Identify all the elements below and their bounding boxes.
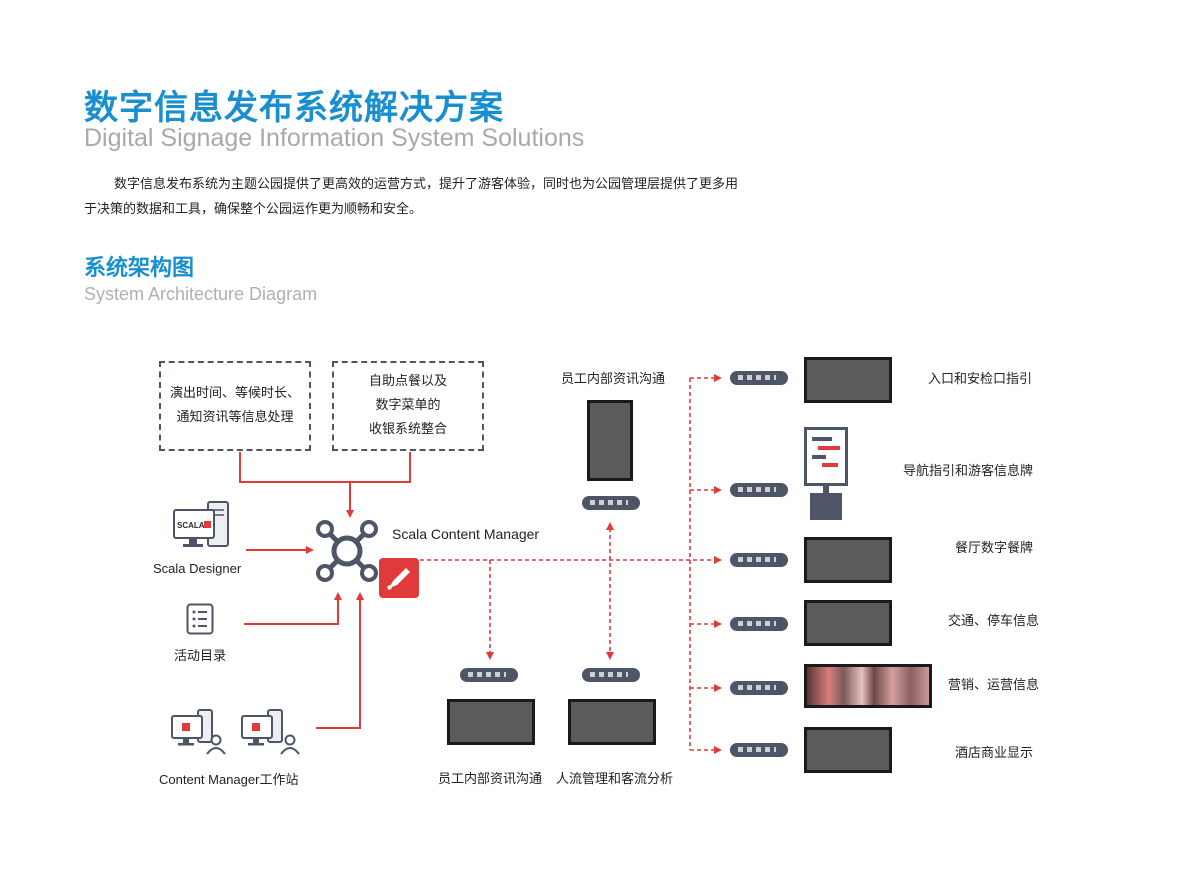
media-player-output-6: [730, 743, 788, 757]
page-subtitle: Digital Signage Information System Solut…: [84, 124, 585, 152]
scala-designer-label: Scala Designer: [153, 561, 242, 576]
distribution-arrows: [420, 374, 722, 754]
scala-brand-icon: [379, 558, 419, 598]
bottom-right-label: 人流管理和客流分析: [556, 772, 674, 787]
workstation-users-icon: [171, 709, 300, 755]
network-hub-icon: [316, 520, 378, 582]
media-player-bottom-right: [582, 668, 640, 682]
output-label-4: 交通、停车信息: [948, 614, 1040, 629]
info-processing-line-2: 通知资讯等信息处理: [176, 410, 294, 425]
output-screen-6: [804, 727, 892, 773]
bottom-left-screen: [447, 699, 535, 745]
workstation-label: Content Manager工作站: [159, 772, 299, 787]
media-player-output-3: [730, 553, 788, 567]
pos-integration-line-1: 自助点餐以及: [368, 374, 447, 389]
output-screen-1: [804, 357, 892, 403]
output-label-1: 入口和安检口指引: [928, 372, 1033, 387]
intro-paragraph: 数字信息发布系统为主题公园提供了更高效的运营方式，提升了游客体验，同时也为公园管…: [84, 172, 784, 222]
activity-catalog-label: 活动目录: [174, 649, 227, 664]
output-label-3: 餐厅数字餐牌: [955, 541, 1034, 556]
output-screen-3: [804, 537, 892, 583]
media-player-output-4: [730, 617, 788, 631]
wayfinding-kiosk-icon: [804, 427, 848, 520]
output-label-2: 导航指引和游客信息牌: [903, 464, 1034, 479]
media-player-bottom-left: [460, 668, 518, 682]
info-processing-box: 演出时间、等候时长、 通知资讯等信息处理: [159, 361, 311, 451]
section-title: 系统架构图: [84, 256, 195, 281]
intro-line-1: 数字信息发布系统为主题公园提供了更高效的运营方式，提升了游客体验，同时也为公园管…: [114, 177, 739, 192]
pos-integration-box: 自助点餐以及 数字菜单的 收银系统整合: [332, 361, 484, 451]
output-label-6: 酒店商业显示: [955, 746, 1034, 761]
hub-label: Scala Content Manager: [392, 526, 540, 542]
page-title: 数字信息发布系统解决方案: [84, 88, 504, 128]
media-player-output-1: [730, 371, 788, 385]
info-processing-line-1: 演出时间、等候时长、: [169, 386, 300, 401]
media-player-output-5: [730, 681, 788, 695]
intro-line-2: 于决策的数据和工具，确保整个公园运作更为顺畅和安全。: [84, 202, 423, 217]
output-label-5: 营销、运营信息: [948, 678, 1040, 693]
list-document-icon: [186, 603, 214, 635]
pos-integration-line-3: 收银系统整合: [368, 422, 447, 437]
portrait-screen: [587, 400, 633, 481]
section-subtitle: System Architecture Diagram: [84, 284, 318, 304]
video-wall-screen: [804, 664, 932, 708]
pos-integration-line-2: 数字菜单的: [375, 398, 441, 413]
bottom-right-screen: [568, 699, 656, 745]
media-player-top: [582, 496, 640, 510]
media-player-output-2: [730, 483, 788, 497]
output-screen-4: [804, 600, 892, 646]
top-screen-label: 员工内部资讯沟通: [561, 372, 666, 387]
bottom-left-label: 员工内部资讯沟通: [438, 772, 543, 787]
scala-logo: SCALA: [177, 521, 205, 530]
input-arrows: [239, 452, 411, 729]
desktop-computer-icon: SCALA: [173, 501, 229, 547]
